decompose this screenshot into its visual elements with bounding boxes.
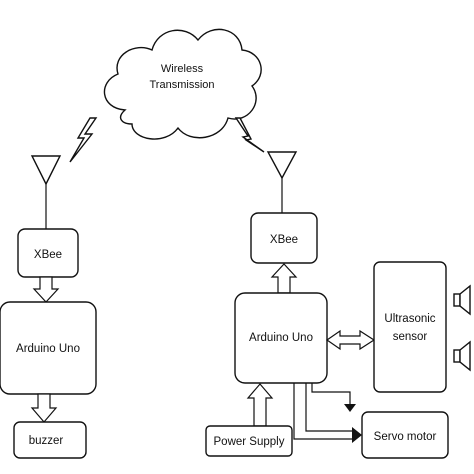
left-arduino-node: Arduino Uno xyxy=(0,301,97,395)
power-to-arduino-arrow xyxy=(246,383,274,427)
wireless-cloud: Wireless Transmission xyxy=(103,28,262,140)
left-xbee-to-arduino-arrow xyxy=(32,276,60,303)
antenna-icon xyxy=(266,151,298,213)
left-xbee-node: XBee xyxy=(17,228,79,278)
buzzer-label: buzzer xyxy=(29,435,64,447)
left-xbee-label: XBee xyxy=(34,249,62,261)
speaker-icon xyxy=(453,340,471,372)
left-arduino-to-buzzer-arrow xyxy=(30,393,58,423)
right-arduino-label: Arduino Uno xyxy=(249,332,313,344)
right-xbee-label: XBee xyxy=(270,234,298,246)
power-supply-node: Power Supply xyxy=(205,425,293,457)
right-xbee-node: XBee xyxy=(250,212,318,264)
lightning-bolt-icon xyxy=(234,117,265,153)
right-arduino-node: Arduino Uno xyxy=(234,292,328,384)
lightning-bolt-icon xyxy=(69,117,98,163)
buzzer-node: buzzer xyxy=(13,421,87,459)
left-arduino-label: Arduino Uno xyxy=(16,343,80,355)
speaker-icon xyxy=(453,284,471,316)
cloud-label-line2: Transmission xyxy=(150,79,215,91)
arduino-to-servo-arrow xyxy=(293,383,362,443)
servo-motor-label: Servo motor xyxy=(374,431,437,443)
antenna-icon xyxy=(30,155,62,229)
right-arduino-to-xbee-arrow xyxy=(270,263,298,294)
ultrasonic-label-line1: Ultrasonic xyxy=(384,313,435,325)
ultrasonic-sensor-node: Ultrasonic sensor xyxy=(373,261,447,393)
ultrasonic-label-line2: sensor xyxy=(393,331,428,343)
arduino-ultrasonic-bidirectional-arrow xyxy=(325,329,376,351)
cloud-label-line1: Wireless xyxy=(161,63,204,75)
power-supply-label: Power Supply xyxy=(214,436,285,448)
servo-motor-node: Servo motor xyxy=(361,411,449,459)
